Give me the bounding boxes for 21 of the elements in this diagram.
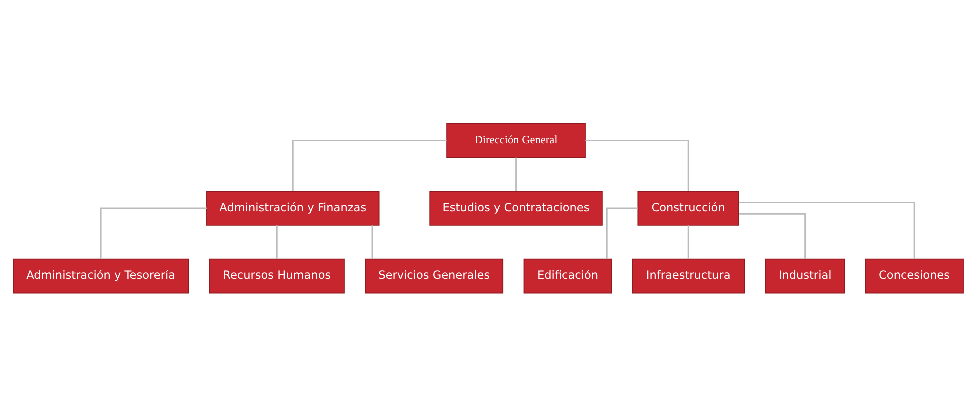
node-box: Administración y Tesorería [13, 258, 190, 294]
connector [516, 157, 517, 191]
node-box: Dirección General [446, 122, 586, 158]
connector [739, 202, 916, 259]
connector [100, 207, 207, 259]
connector [372, 225, 374, 258]
node-box: Construcción [638, 190, 740, 226]
node-box: Concesiones [865, 258, 964, 294]
node-box: Infraestructura [632, 258, 746, 294]
node-box: Edificación [524, 258, 612, 294]
connector [292, 140, 447, 191]
connector [739, 212, 806, 259]
connector [276, 225, 278, 258]
node-box: Estudios y Contrataciones [430, 190, 603, 226]
connector [688, 225, 690, 258]
node-box: Recursos Humanos [209, 258, 345, 294]
node-box: Industrial [765, 258, 846, 294]
connector [606, 207, 638, 259]
connector [586, 140, 690, 191]
node-box: Administración y Finanzas [206, 190, 380, 226]
node-box: Servicios Generales [365, 258, 504, 294]
